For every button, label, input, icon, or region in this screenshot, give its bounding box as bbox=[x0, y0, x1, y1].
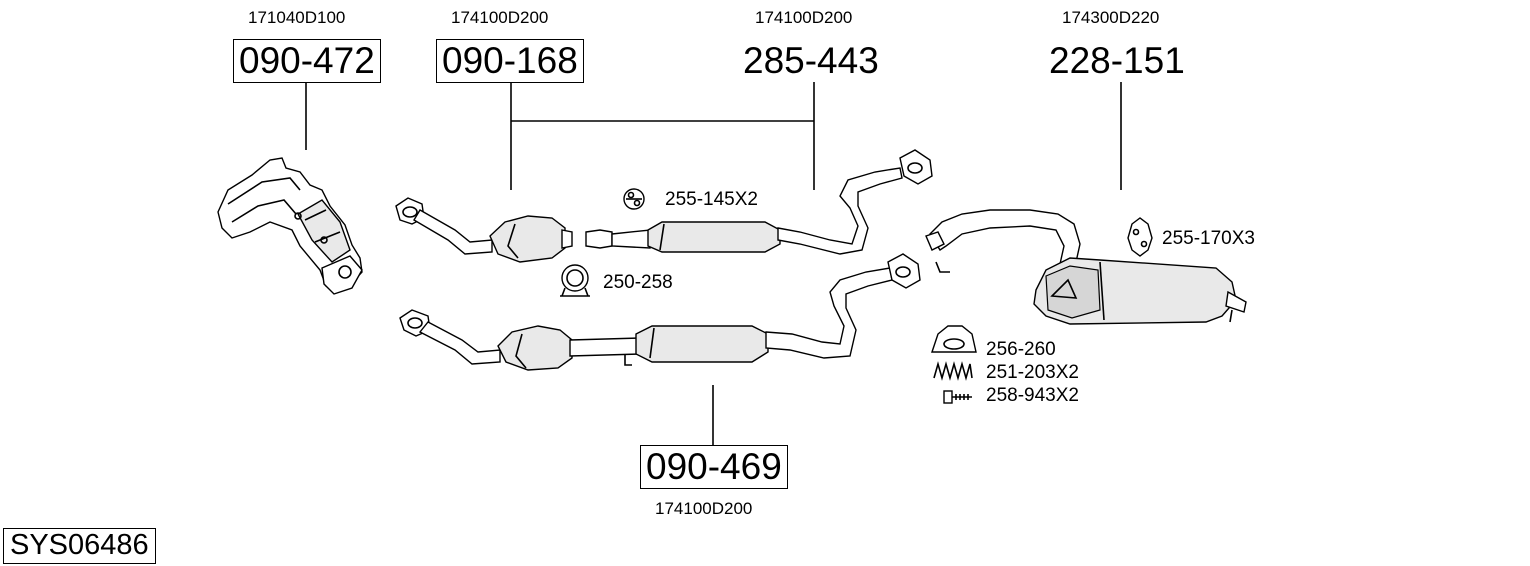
pipe-clamp-icon bbox=[560, 264, 590, 297]
rear-silencer-part bbox=[925, 209, 1247, 325]
rubber-hanger-icon bbox=[1127, 217, 1153, 257]
manifold-catalyst-part bbox=[217, 157, 363, 295]
accessory-label-255-170X3[interactable]: 255-170X3 bbox=[1162, 228, 1255, 249]
part-number-285-443[interactable]: 285-443 bbox=[743, 40, 879, 81]
part-number-090-168[interactable]: 090-168 bbox=[436, 39, 584, 83]
gasket-ring-icon bbox=[931, 325, 977, 353]
accessory-label-255-145X2[interactable]: 255-145X2 bbox=[665, 189, 758, 210]
front-pipe-catalyst-part bbox=[395, 197, 573, 263]
part-number-228-151[interactable]: 228-151 bbox=[1049, 40, 1185, 81]
oem-number-090-469: 174100D200 bbox=[655, 499, 753, 518]
rubber-hanger-icon bbox=[623, 188, 645, 210]
oem-number-285-443: 174100D200 bbox=[755, 8, 853, 27]
spring-icon bbox=[933, 361, 973, 381]
accessory-label-251-203X2[interactable]: 251-203X2 bbox=[986, 362, 1079, 383]
part-number-090-472[interactable]: 090-472 bbox=[233, 39, 381, 83]
oem-number-090-472: 171040D100 bbox=[248, 8, 346, 27]
accessory-label-250-258[interactable]: 250-258 bbox=[603, 272, 673, 293]
middle-silencer-part bbox=[585, 149, 933, 255]
part-number-090-469[interactable]: 090-469 bbox=[640, 445, 788, 489]
accessory-label-256-260[interactable]: 256-260 bbox=[986, 339, 1056, 360]
oem-number-090-168: 174100D200 bbox=[451, 8, 549, 27]
accessory-label-258-943X2[interactable]: 258-943X2 bbox=[986, 385, 1079, 406]
oem-number-228-151: 174300D220 bbox=[1062, 8, 1160, 27]
system-id-label: SYS06486 bbox=[3, 528, 156, 564]
bolt-icon bbox=[943, 390, 972, 404]
front-pipe-assembly-part bbox=[399, 253, 921, 371]
